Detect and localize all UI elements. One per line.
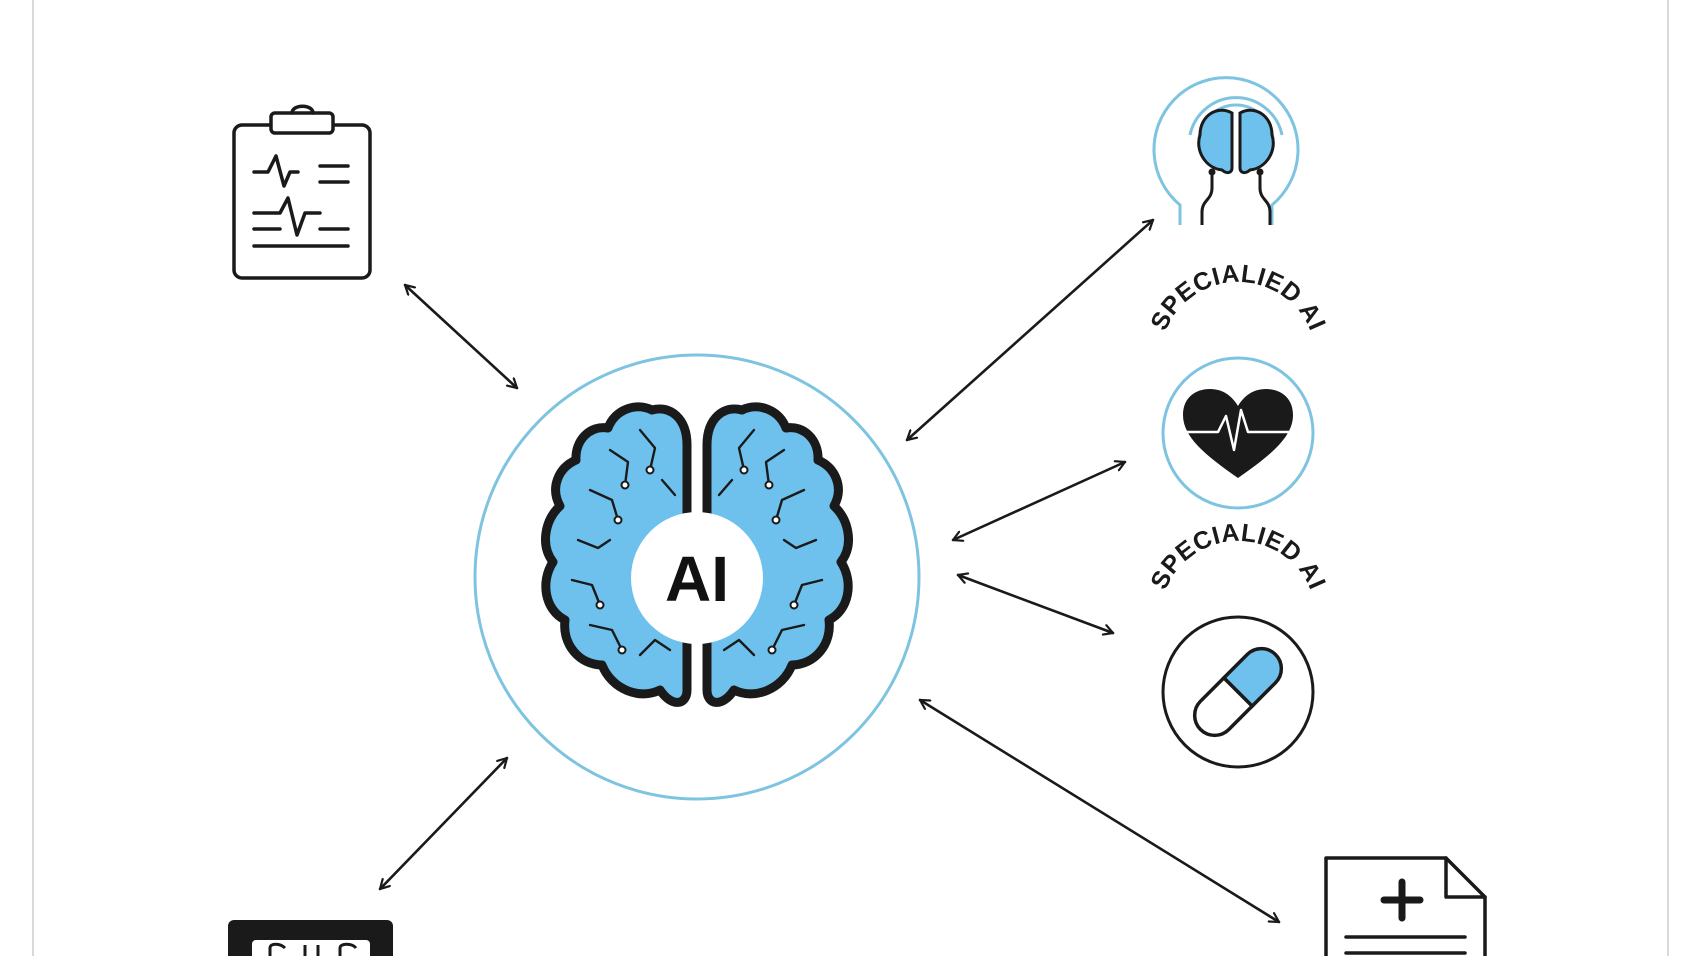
brain-icon [541,402,853,707]
specialized-ai-label: SPECIALIED AI [1145,519,1331,594]
specialized-ai-node-heart: SPECIALIED AI [1145,260,1331,510]
xray-film-icon [228,920,393,956]
right-frame-border [1667,0,1669,956]
heart-pulse-icon [1183,389,1293,478]
pill-capsule-icon [1192,646,1284,738]
arrow-hub-heart [951,462,1127,540]
arrow-xray-hub [378,756,509,891]
brain-scan-icon [1152,76,1300,225]
arrow-clipboard-hub [403,283,519,390]
clipboard-ecg-icon [232,104,372,280]
medical-document-icon [1324,856,1487,956]
ai-core-disc [631,512,763,644]
arrow-hub-brainscan [905,218,1155,442]
connector-arrows [378,218,1281,924]
specialized-ai-label: SPECIALIED AI [1145,260,1331,335]
left-frame-border [32,0,34,956]
arrow-hub-pill [956,575,1115,633]
arrow-hub-document [918,698,1281,924]
central-ai-hub: AI [473,353,921,801]
specialized-ai-node-pill: SPECIALIED AI [1145,519,1331,769]
hub-label: AI [665,543,729,615]
